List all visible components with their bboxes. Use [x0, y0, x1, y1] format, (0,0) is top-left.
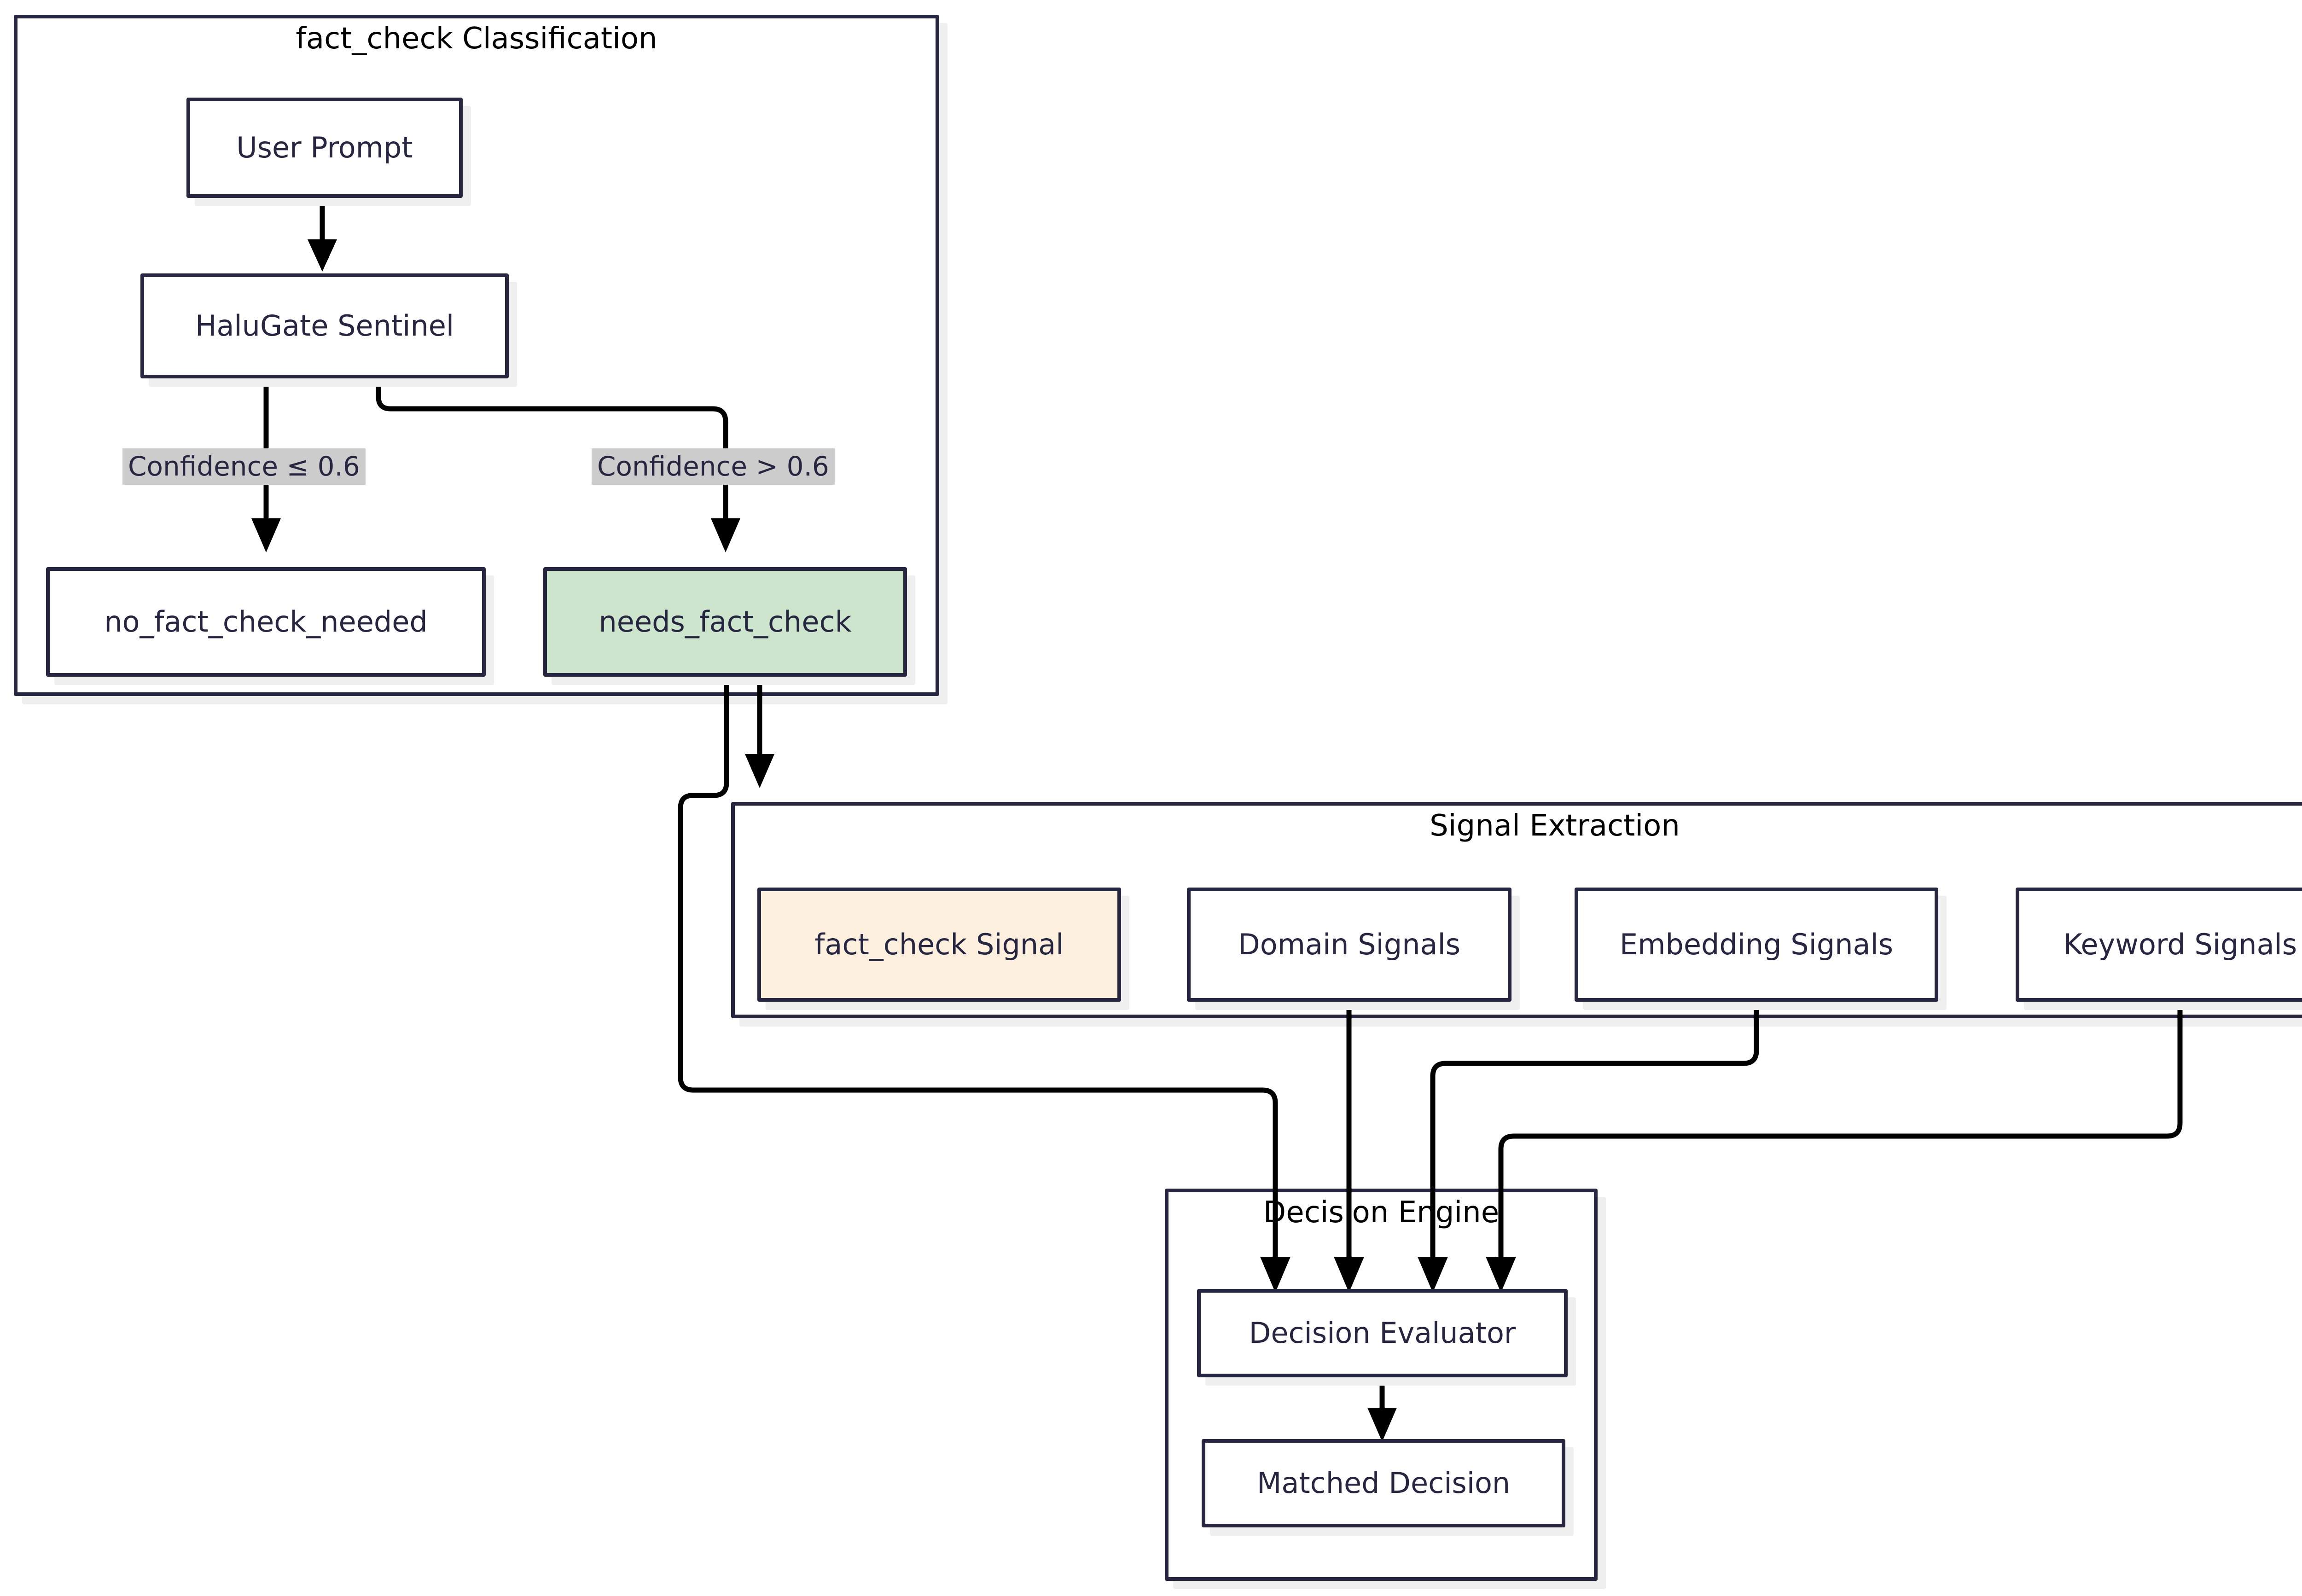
node-matched-decision-label: Matched Decision [1256, 1466, 1511, 1500]
node-decision-evaluator-label: Decision Evaluator [1249, 1316, 1516, 1350]
node-domain-signals-label: Domain Signals [1238, 927, 1461, 961]
node-no-fact-check-needed-label: no_fact_check_needed [104, 604, 428, 638]
edge-label-high-confidence: Confidence > 0.6 [592, 448, 835, 485]
edge-keyword-signals-to-decision-evaluator [1498, 1002, 2183, 1266]
node-matched-decision[interactable]: Matched Decision [1202, 1439, 1565, 1527]
node-user-prompt-label: User Prompt [236, 130, 413, 164]
arrowhead-signal-extraction [745, 754, 774, 788]
edge-label-low-confidence: Confidence ≤ 0.6 [122, 448, 366, 485]
node-needs-fact-check-label: needs_fact_check [599, 604, 852, 638]
node-decision-evaluator[interactable]: Decision Evaluator [1197, 1289, 1568, 1377]
node-embedding-signals[interactable]: Embedding Signals [1575, 888, 1938, 1002]
node-keyword-signals-label: Keyword Signals [2063, 927, 2297, 961]
node-embedding-signals-label: Embedding Signals [1619, 927, 1894, 961]
node-domain-signals[interactable]: Domain Signals [1187, 888, 1511, 1002]
node-no-fact-check-needed[interactable]: no_fact_check_needed [46, 567, 486, 677]
cluster-title-signal-extraction: Signal Extraction [1430, 809, 1680, 843]
cluster-title-fact-check-classification: fact_check Classification [296, 22, 657, 56]
node-fact-check-signal[interactable]: fact_check Signal [757, 888, 1121, 1002]
node-halugate-sentinel[interactable]: HaluGate Sentinel [140, 273, 509, 378]
cluster-title-decision-engine: Decision Engine [1263, 1196, 1500, 1230]
node-fact-check-signal-label: fact_check Signal [814, 927, 1064, 961]
node-user-prompt[interactable]: User Prompt [186, 98, 463, 198]
node-needs-fact-check[interactable]: needs_fact_check [543, 567, 907, 677]
node-keyword-signals[interactable]: Keyword Signals [2016, 888, 2302, 1002]
node-halugate-sentinel-label: HaluGate Sentinel [195, 308, 454, 342]
